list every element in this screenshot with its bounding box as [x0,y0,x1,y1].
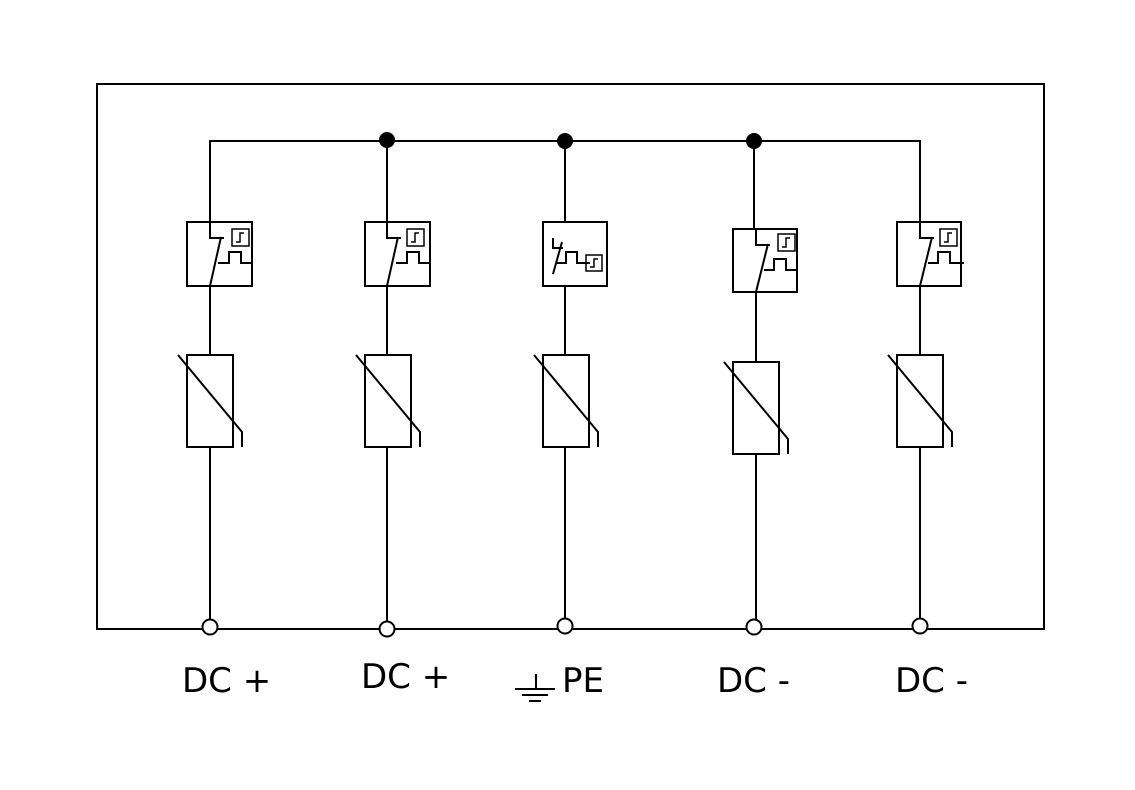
branch-2 [355,140,431,638]
branch-1 [177,190,253,636]
varistor [364,354,412,448]
pe-label-group: PE [514,664,604,704]
enclosure-outline [96,83,1045,630]
thermal-indicator-icon [939,228,958,247]
varistor [542,354,590,448]
terminal-label-2: DC + [361,657,451,697]
terminal-point [201,618,219,636]
thermal-disconnector [896,221,962,287]
thermal-disconnector [364,221,431,287]
branch-5 [887,221,964,635]
thermal-indicator-icon [406,228,425,247]
thermal-disconnector [732,228,798,293]
thermal-indicator-icon [585,254,603,272]
terminal-label-4: DC - [717,661,790,701]
branch-3 [533,141,608,635]
terminal-label-3: PE [562,661,604,701]
terminal-point [556,617,574,635]
terminal-label-1: DC + [182,661,272,701]
varistor [186,354,234,448]
thermal-indicator-icon [777,233,796,252]
varistor [896,354,944,448]
varistor [732,361,780,455]
thermal-disconnector [186,221,253,287]
terminal-point [745,618,763,636]
thermal-indicator-icon [231,228,250,247]
terminal-point [378,620,396,638]
ground-icon [515,674,555,702]
thermal-disconnector [542,221,608,287]
branch-4 [723,141,798,636]
terminal-point [911,617,929,635]
terminal-label-5: DC - [895,661,968,701]
